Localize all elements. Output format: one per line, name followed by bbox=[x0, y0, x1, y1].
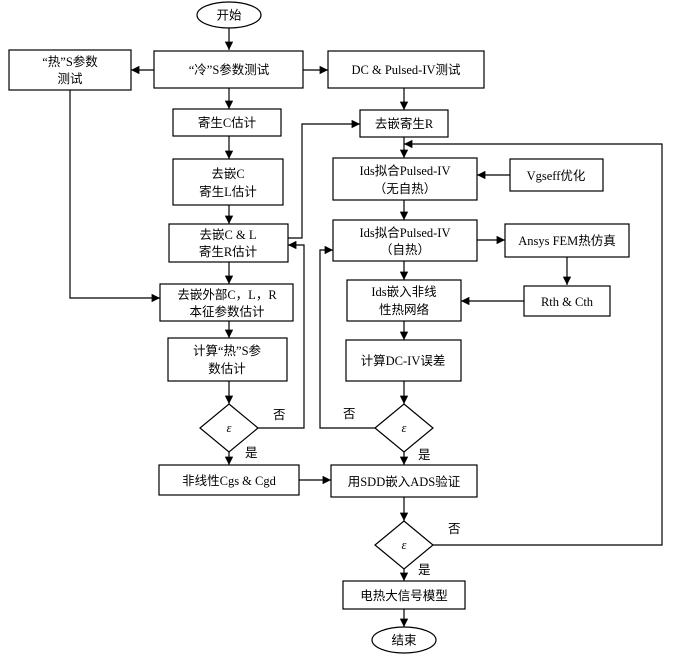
svg-text:去嵌寄生R: 去嵌寄生R bbox=[375, 116, 434, 131]
svg-text:性热网络: 性热网络 bbox=[379, 302, 430, 317]
ansys-fem-box: Ansys FEM热仿真 bbox=[504, 223, 630, 258]
svg-text:DC & Pulsed-IV测试: DC & Pulsed-IV测试 bbox=[351, 62, 461, 77]
d1-yes-label: 是 bbox=[245, 446, 258, 460]
electrothermal-model-box: 电热大信号模型 bbox=[342, 580, 466, 610]
decision-1: ε bbox=[199, 403, 259, 453]
decision-2: ε bbox=[374, 403, 434, 453]
svg-text:（自热）: （自热） bbox=[380, 243, 430, 257]
d3-yes-label: 是 bbox=[418, 563, 431, 577]
edge-labels: 否 是 否 是 否 是 bbox=[245, 407, 461, 577]
d3-no-label: 否 bbox=[448, 522, 461, 536]
svg-text:ε: ε bbox=[402, 421, 407, 435]
svg-text:“热”S参数: “热”S参数 bbox=[42, 54, 98, 69]
svg-text:非线性Cgs & Cgd: 非线性Cgs & Cgd bbox=[182, 474, 277, 488]
deembed-r-box: 去嵌寄生R bbox=[359, 109, 449, 138]
svg-text:Vgseff优化: Vgseff优化 bbox=[527, 169, 586, 183]
end-label: 结束 bbox=[391, 634, 417, 648]
deembed-external-box: 去嵌外部C，L，R 本征参数估计 bbox=[159, 283, 294, 322]
end-node: 结束 bbox=[371, 626, 437, 654]
svg-text:去嵌外部C，L，R: 去嵌外部C，L，R bbox=[177, 287, 277, 302]
svg-text:本征参数估计: 本征参数估计 bbox=[189, 304, 264, 319]
calc-hot-s-box: 计算“热”S参 数估计 bbox=[167, 337, 288, 382]
svg-text:电热大信号模型: 电热大信号模型 bbox=[360, 589, 448, 603]
parasitic-c-estimate-box: 寄生C估计 bbox=[172, 108, 282, 137]
svg-text:（无自热）: （无自热） bbox=[374, 182, 437, 196]
ids-embed-box: Ids嵌入非线 性热网络 bbox=[346, 279, 462, 322]
vgseff-optimize-box: Vgseff优化 bbox=[509, 158, 604, 192]
deembed-c-box: 去嵌C 寄生L估计 bbox=[172, 158, 284, 206]
rth-cth-box: Rth & Cth bbox=[523, 285, 611, 317]
svg-text:ε: ε bbox=[402, 538, 407, 552]
svg-text:寄生C估计: 寄生C估计 bbox=[198, 115, 256, 130]
d1-no-label: 否 bbox=[273, 408, 286, 422]
svg-text:计算“热”S参: 计算“热”S参 bbox=[193, 343, 262, 358]
svg-text:“冷”S参数测试: “冷”S参数测试 bbox=[189, 62, 270, 77]
deembed-cl-box: 去嵌C & L 寄生R估计 bbox=[168, 223, 289, 263]
svg-text:去嵌C: 去嵌C bbox=[211, 167, 244, 181]
nonlinear-cgs-cgd-box: 非线性Cgs & Cgd bbox=[158, 464, 300, 496]
ids-fit-no-heat-box: Ids拟合Pulsed-IV （无自热） bbox=[332, 157, 478, 201]
calc-dc-iv-error-box: 计算DC-IV误差 bbox=[345, 339, 462, 382]
hot-s-param-test-box: “热”S参数 测试 bbox=[8, 49, 132, 91]
svg-text:Ids拟合Pulsed-IV: Ids拟合Pulsed-IV bbox=[360, 225, 451, 240]
connectors bbox=[69, 28, 663, 627]
sdd-ads-verify-box: 用SDD嵌入ADS验证 bbox=[330, 464, 478, 498]
start-node: 开始 bbox=[196, 1, 262, 29]
svg-text:数估计: 数估计 bbox=[208, 361, 246, 376]
ids-fit-heat-box: Ids拟合Pulsed-IV （自热） bbox=[332, 219, 478, 262]
svg-text:寄生L估计: 寄生L估计 bbox=[199, 184, 257, 199]
svg-text:Rth & Cth: Rth & Cth bbox=[541, 295, 594, 309]
start-label: 开始 bbox=[216, 9, 242, 23]
svg-text:Ids嵌入非线: Ids嵌入非线 bbox=[371, 285, 437, 299]
cold-s-param-test-box: “冷”S参数测试 bbox=[153, 50, 304, 89]
svg-text:Ansys FEM热仿真: Ansys FEM热仿真 bbox=[518, 234, 616, 248]
svg-text:测试: 测试 bbox=[57, 71, 83, 86]
svg-text:用SDD嵌入ADS验证: 用SDD嵌入ADS验证 bbox=[348, 474, 461, 489]
svg-text:去嵌C & L: 去嵌C & L bbox=[200, 228, 257, 242]
svg-text:Ids拟合Pulsed-IV: Ids拟合Pulsed-IV bbox=[360, 163, 451, 178]
svg-text:ε: ε bbox=[227, 421, 232, 435]
d2-yes-label: 是 bbox=[418, 448, 431, 462]
svg-text:寄生R估计: 寄生R估计 bbox=[199, 244, 257, 259]
decision-3: ε bbox=[374, 520, 434, 570]
dc-pulsed-iv-test-box: DC & Pulsed-IV测试 bbox=[327, 50, 485, 89]
svg-text:计算DC-IV误差: 计算DC-IV误差 bbox=[361, 353, 446, 368]
d2-no-label: 否 bbox=[343, 407, 356, 421]
